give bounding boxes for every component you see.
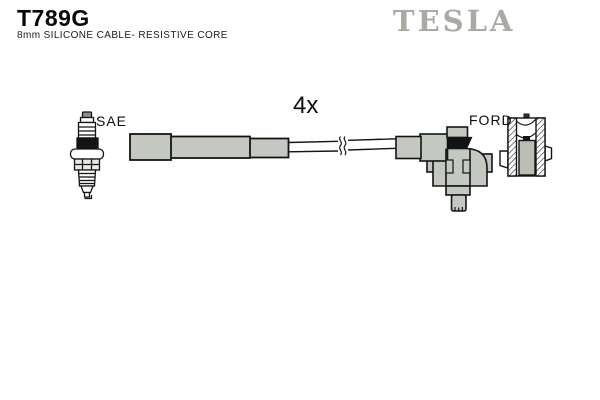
quantity-label: 4x bbox=[293, 92, 319, 119]
sae-label: SAE bbox=[96, 113, 128, 129]
cable-line bbox=[288, 136, 397, 156]
part-number: T789G bbox=[17, 5, 90, 31]
cable-description: 8mm SILICONE CABLE- RESISTIVE CORE bbox=[17, 30, 228, 41]
tesla-logo: TESLA bbox=[393, 4, 516, 38]
elbow-boot bbox=[395, 126, 493, 212]
spark-plug-icon bbox=[69, 111, 105, 200]
ford-connector-cross-section bbox=[499, 113, 553, 177]
straight-boot bbox=[129, 133, 290, 161]
cable-break-icon bbox=[339, 136, 347, 156]
ford-label: FORD bbox=[469, 112, 513, 128]
